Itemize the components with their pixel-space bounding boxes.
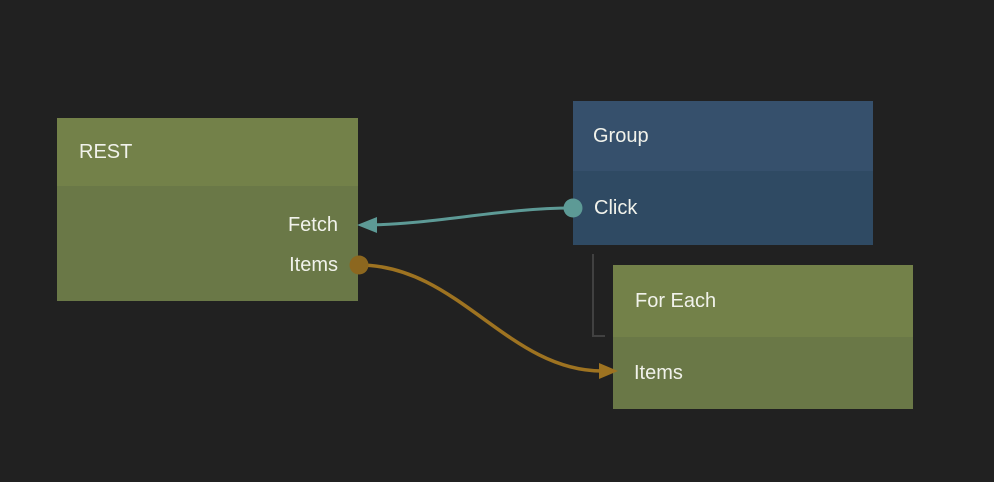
node-group-header[interactable]: Group <box>573 101 873 171</box>
node-group-title: Group <box>593 124 649 147</box>
connection-click-to-fetch[interactable] <box>362 206 575 227</box>
connection-items-to-items[interactable] <box>357 263 604 373</box>
node-group[interactable]: Group Click <box>573 101 873 245</box>
node-rest[interactable]: REST Fetch Items <box>57 118 358 301</box>
connector-dot-icon[interactable] <box>349 255 369 275</box>
port-foreach-items[interactable]: Items <box>634 361 683 384</box>
node-rest-header[interactable]: REST <box>57 118 358 186</box>
node-rest-title: REST <box>79 140 133 163</box>
node-rest-body: Fetch Items <box>57 186 358 301</box>
connector-dot-icon[interactable] <box>563 198 583 218</box>
arrow-right-icon[interactable] <box>599 363 618 379</box>
port-group-click[interactable]: Click <box>594 196 638 219</box>
group-child-link <box>592 254 605 337</box>
node-foreach-header[interactable]: For Each <box>613 265 913 337</box>
port-rest-items[interactable]: Items <box>289 253 338 276</box>
node-foreach-body: Items <box>613 337 913 409</box>
port-rest-fetch[interactable]: Fetch <box>287 213 338 236</box>
node-group-body: Click <box>573 171 873 245</box>
node-foreach-title: For Each <box>635 289 717 312</box>
node-foreach[interactable]: For Each Items <box>613 265 913 409</box>
arrow-left-icon[interactable] <box>357 217 377 233</box>
